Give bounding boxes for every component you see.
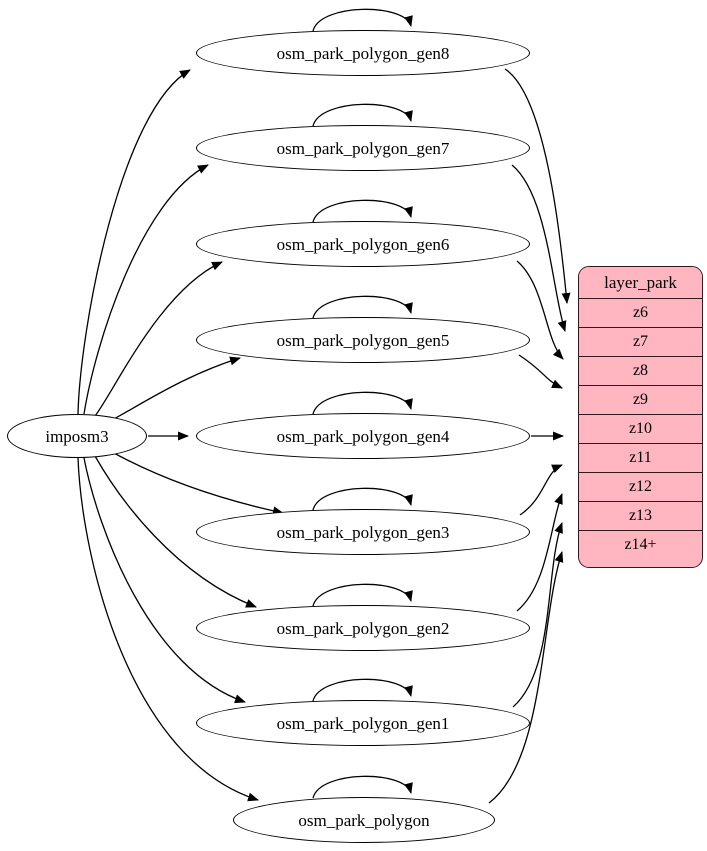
node-label: osm_park_polygon_gen6 — [276, 234, 450, 254]
record-row-z7[interactable]: z7 — [579, 328, 702, 357]
node-label: osm_park_polygon_gen3 — [276, 522, 450, 542]
record-row-z14-plus[interactable]: z14+ — [579, 531, 702, 559]
node-osm-park-polygon-gen2[interactable]: osm_park_polygon_gen2 — [196, 605, 530, 651]
selfloop-gen6 — [312, 199, 413, 223]
edge-imposm3-gen2 — [94, 455, 257, 608]
record-row-z11[interactable]: z11 — [579, 444, 702, 473]
selfloop-gen2 — [312, 583, 413, 607]
selfloop-gen7 — [312, 103, 413, 127]
selfloop-gen5 — [312, 295, 413, 319]
node-label: osm_park_polygon_gen4 — [276, 426, 450, 446]
record-row-z13[interactable]: z13 — [579, 502, 702, 531]
selfloop-gen1 — [312, 678, 413, 702]
node-label: osm_park_polygon_gen8 — [276, 43, 450, 63]
edge-gen2-z12 — [516, 493, 563, 612]
selfloop-gen8 — [312, 8, 413, 32]
edge-gen7-z7 — [511, 164, 567, 332]
edge-gen5-z9 — [518, 354, 563, 389]
edge-gen6-z8 — [516, 260, 564, 360]
node-label: osm_park_polygon_gen7 — [276, 138, 450, 158]
node-label: osm_park_polygon_gen2 — [276, 618, 450, 638]
node-label: osm_park_polygon_gen5 — [276, 330, 450, 350]
edge-imposm3-gen8 — [77, 69, 191, 415]
node-label: osm_park_polygon_gen1 — [276, 713, 450, 733]
node-osm-park-polygon-gen5[interactable]: osm_park_polygon_gen5 — [196, 317, 530, 363]
record-row-z6[interactable]: z6 — [579, 299, 702, 328]
edge-imposm3-gen5 — [111, 356, 241, 421]
node-osm-park-polygon-gen6[interactable]: osm_park_polygon_gen6 — [196, 221, 530, 267]
record-row-z10[interactable]: z10 — [579, 415, 702, 444]
record-header-layer-park: layer_park — [579, 267, 702, 299]
node-imposm3-label: imposm3 — [45, 426, 109, 446]
node-label: osm_park_polygon — [298, 810, 430, 830]
node-osm-park-polygon[interactable]: osm_park_polygon — [233, 797, 495, 843]
edge-gen8-z6 — [504, 68, 571, 304]
node-imposm3[interactable]: imposm3 — [7, 414, 147, 458]
record-layer-park[interactable]: layer_park z6 z7 z8 z9 z10 z11 z12 z13 z… — [578, 266, 703, 568]
selfloop-gen3 — [312, 487, 413, 511]
record-row-z9[interactable]: z9 — [579, 386, 702, 415]
edge-imposm3-base — [77, 457, 259, 802]
selfloop-base — [312, 775, 413, 799]
edge-imposm3-gen3 — [111, 451, 284, 516]
node-osm-park-polygon-gen8[interactable]: osm_park_polygon_gen8 — [196, 30, 530, 76]
node-osm-park-polygon-gen1[interactable]: osm_park_polygon_gen1 — [196, 700, 530, 746]
node-osm-park-polygon-gen4[interactable]: osm_park_polygon_gen4 — [196, 413, 530, 459]
node-osm-park-polygon-gen7[interactable]: osm_park_polygon_gen7 — [196, 125, 530, 171]
edge-gen1-z13 — [512, 522, 563, 708]
node-osm-park-polygon-gen3[interactable]: osm_park_polygon_gen3 — [196, 509, 530, 555]
record-row-z8[interactable]: z8 — [579, 357, 702, 386]
edge-imposm3-gen7 — [83, 164, 209, 415]
record-row-z12[interactable]: z12 — [579, 473, 702, 502]
selfloop-gen4 — [312, 391, 413, 415]
edge-gen3-z11 — [519, 464, 563, 516]
edge-imposm3-gen1 — [83, 457, 246, 704]
edge-base-z14 — [488, 551, 564, 804]
edge-imposm3-gen6 — [94, 261, 223, 417]
